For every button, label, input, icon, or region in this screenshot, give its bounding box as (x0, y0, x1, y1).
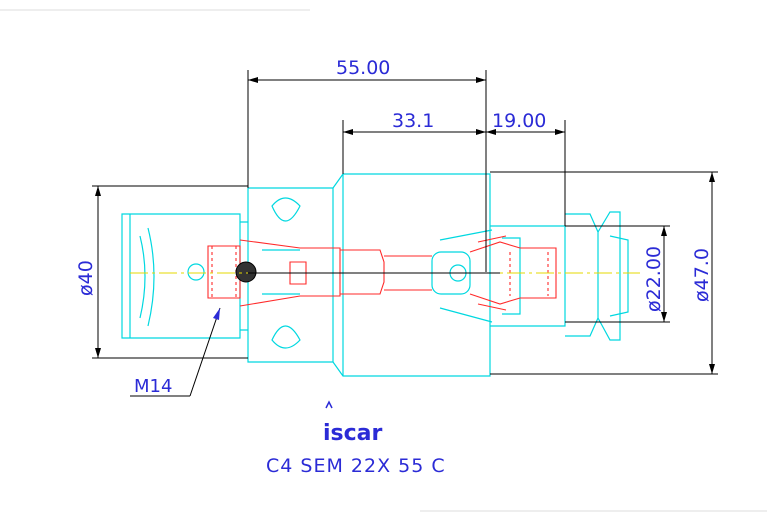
dim-shank-diameter: ø40 (75, 260, 97, 296)
dim-body-length: 33.1 (392, 110, 434, 132)
brand-name: iscar (323, 421, 383, 446)
brand-logo: iscar (323, 400, 383, 446)
dim-nose-length: 19.00 (492, 110, 546, 132)
dimension-arrows (95, 77, 715, 374)
dim-nose-diameter: ø22.00 (643, 246, 665, 312)
dim-body-diameter: ø47.0 (691, 248, 713, 302)
model-designation: C4 SEM 22X 55 C (266, 455, 446, 477)
tool-outline (121, 173, 629, 377)
internal-features (207, 235, 557, 311)
dimension-lines (92, 70, 718, 397)
thread-callout: M14 (134, 376, 172, 397)
dim-overall-length: 55.00 (336, 57, 390, 79)
screw-icon (235, 261, 257, 283)
